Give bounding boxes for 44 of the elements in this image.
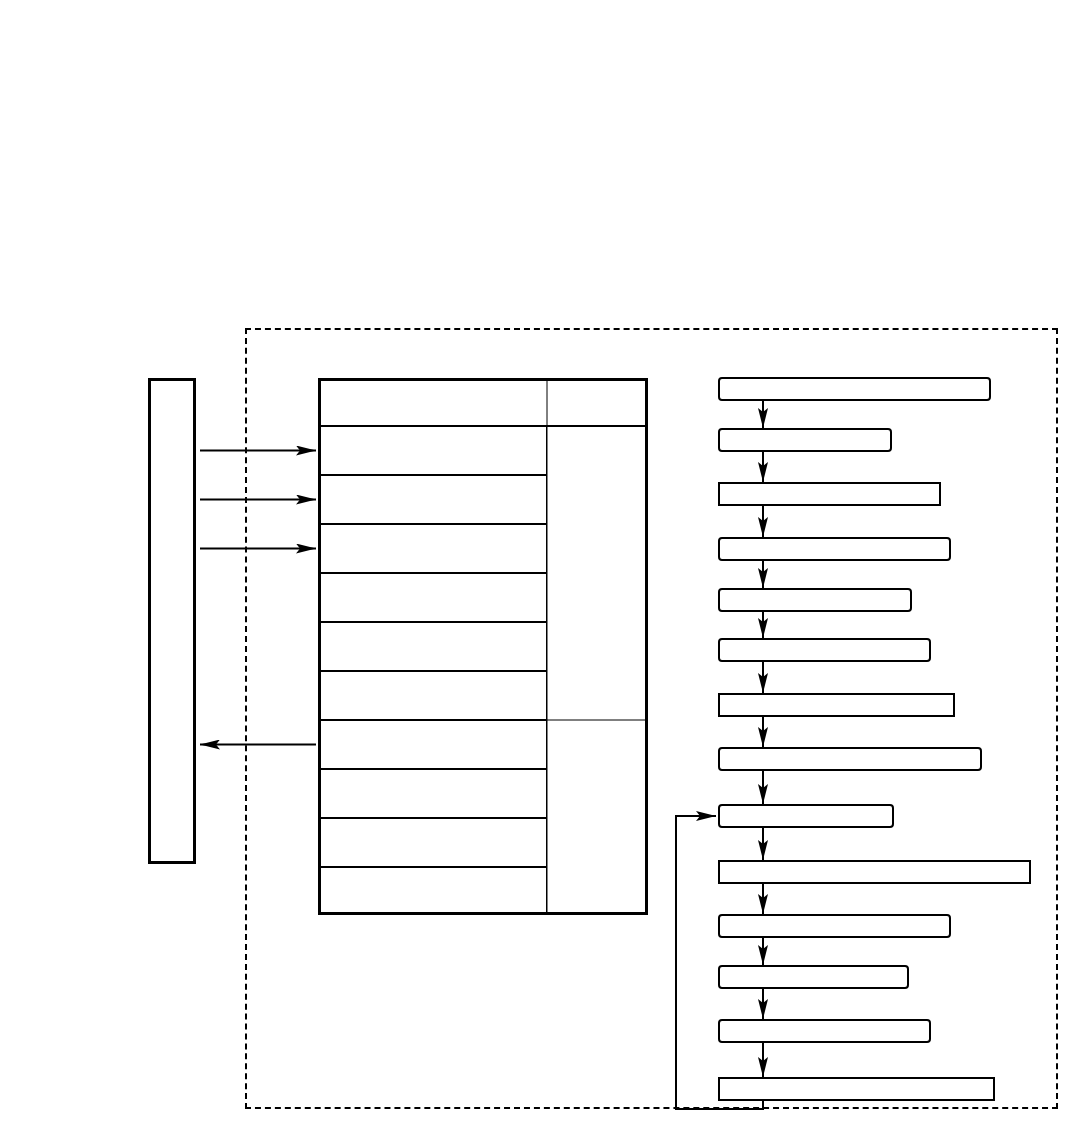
process-box <box>718 693 955 717</box>
process-box <box>718 638 931 662</box>
arrow <box>758 1042 768 1078</box>
arrow <box>758 770 768 805</box>
process-box <box>718 965 909 989</box>
arrow <box>199 739 317 750</box>
arrow <box>758 988 768 1020</box>
arrow <box>199 494 317 505</box>
arrow <box>758 827 768 861</box>
table-cell <box>318 720 547 769</box>
arrow <box>758 883 768 915</box>
process-box <box>718 482 941 506</box>
arrow <box>758 661 768 694</box>
process-box <box>718 1019 931 1043</box>
table-cell <box>318 818 547 867</box>
arrow <box>758 400 768 429</box>
arrow <box>199 543 317 554</box>
table-cell <box>318 867 547 914</box>
device-box <box>148 378 196 864</box>
arrow <box>199 445 317 456</box>
arrow <box>758 451 768 483</box>
process-box <box>718 428 892 452</box>
process-box <box>718 588 912 612</box>
process-box <box>718 377 991 401</box>
dashed-boundary <box>245 328 1058 1109</box>
process-box <box>718 914 951 938</box>
arrow <box>758 560 768 589</box>
arrow <box>758 716 768 748</box>
table-cell <box>318 769 547 818</box>
table-cell <box>318 671 547 720</box>
table-cell <box>318 573 547 622</box>
process-box <box>718 1077 995 1101</box>
arrow <box>758 937 768 966</box>
table-cell <box>318 524 547 573</box>
process-box <box>718 804 894 828</box>
arrow <box>758 611 768 639</box>
table-cell <box>318 475 547 524</box>
arrow <box>675 811 764 1110</box>
process-box <box>718 537 951 561</box>
process-box <box>718 860 1031 884</box>
arrow <box>758 505 768 538</box>
table-cell <box>318 622 547 671</box>
table-cell <box>318 426 547 475</box>
process-box <box>718 747 982 771</box>
